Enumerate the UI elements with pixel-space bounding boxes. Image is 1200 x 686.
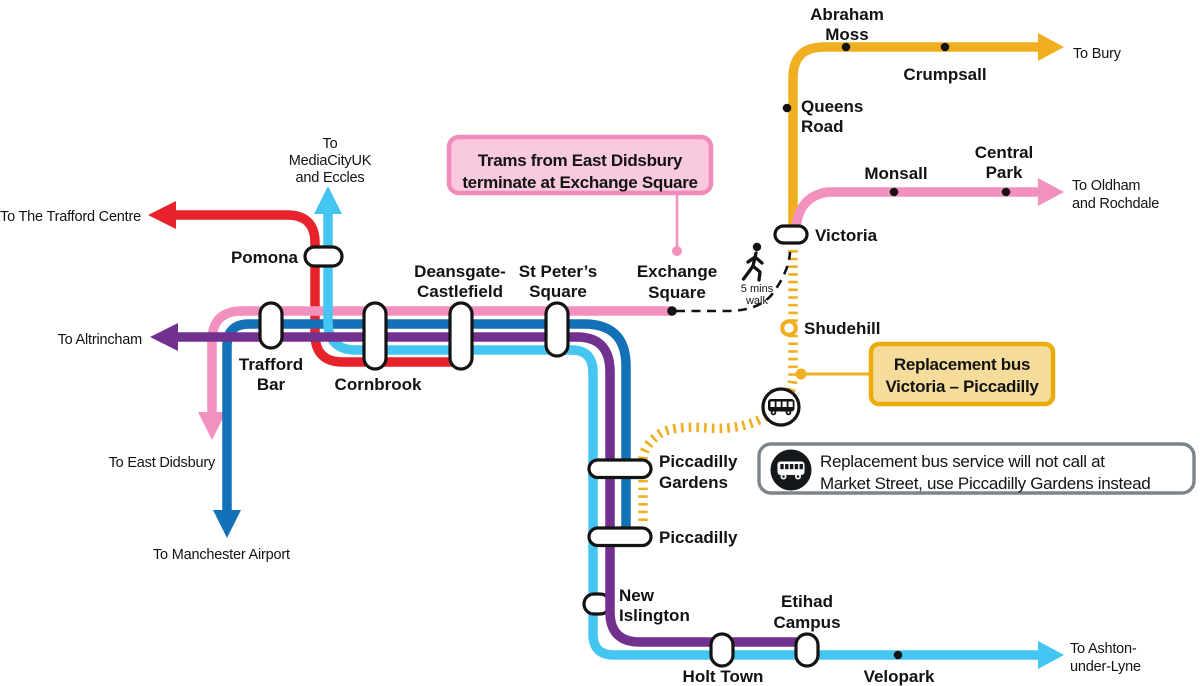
station-marker-cornbrook: [362, 301, 388, 371]
label-walk-note-2: walk: [745, 295, 769, 307]
info-box: Replacement bus service will not call at…: [757, 442, 1196, 495]
station-marker-victoria: [773, 224, 809, 245]
label-monsall: Monsall: [864, 164, 927, 183]
station-marker-piccadilly: [587, 526, 653, 548]
pink-callout-line1: Trams from East Didsbury: [478, 151, 683, 170]
bus-stop-icon: [761, 387, 801, 427]
label-to-mediacity-3: and Eccles: [296, 170, 365, 186]
label-etihad-1: Etihad: [781, 592, 833, 611]
stop-tick-crumpsall: [940, 42, 950, 52]
label-to-altrincham: To Altrincham: [58, 332, 143, 348]
label-cornbrook: Cornbrook: [335, 375, 422, 394]
station-marker-shudehill: [780, 319, 798, 337]
label-to-oldham-2: and Rochdale: [1072, 196, 1159, 212]
label-central-park-1: Central: [975, 143, 1034, 162]
label-walk-note-1: 5 mins: [741, 283, 774, 295]
label-new-islington-1: New: [619, 586, 655, 605]
label-exchange-square-1: Exchange: [637, 262, 717, 281]
yellow-callout-line1: Replacement bus: [894, 355, 1030, 374]
label-new-islington-2: Islington: [619, 606, 690, 625]
arrow-to-manchester-airport: [213, 510, 241, 538]
label-to-manchester-airport: To Manchester Airport: [153, 547, 290, 563]
stop-tick-monsall: [889, 187, 899, 197]
station-marker-piccadilly-gardens: [587, 458, 653, 480]
label-etihad-2: Campus: [773, 613, 840, 632]
label-deansgate-2: Castlefield: [417, 282, 503, 301]
stop-tick-queens-road: [782, 103, 792, 113]
label-victoria: Victoria: [815, 226, 878, 245]
arrow-to-bury: [1038, 33, 1064, 61]
stop-dot-exchange-square: [667, 306, 677, 316]
label-st-peters-2: Square: [529, 282, 587, 301]
station-marker-trafford-bar: [258, 301, 284, 350]
label-pomona: Pomona: [231, 248, 299, 267]
info-box-line1: Replacement bus service will not call at: [820, 452, 1105, 471]
label-to-mediacity-2: MediaCityUK: [289, 153, 372, 169]
line-oldham-rochdale: [791, 187, 1045, 233]
label-velopark: Velopark: [864, 667, 935, 686]
yellow-callout-line2: Victoria – Piccadilly: [885, 377, 1039, 396]
label-to-bury: To Bury: [1073, 46, 1122, 62]
label-piccadilly: Piccadilly: [659, 528, 738, 547]
pink-callout-box: [446, 134, 714, 196]
bus-icon: [770, 449, 812, 491]
arrow-to-east-didsbury: [198, 412, 226, 440]
info-box-line2: Market Street, use Piccadilly Gardens in…: [820, 474, 1150, 493]
station-marker-holt-town: [709, 632, 735, 668]
label-abraham-moss-2: Moss: [825, 25, 868, 44]
pink-callout-line2: terminate at Exchange Square: [462, 173, 697, 192]
label-to-trafford-centre: To The Trafford Centre: [0, 209, 141, 225]
arrow-to-oldham: [1038, 178, 1064, 206]
yellow-callout-dot: [795, 368, 807, 380]
label-piccadilly-gardens-1: Piccadilly: [659, 452, 738, 471]
station-marker-deansgate: [448, 301, 474, 371]
line-trafford-centre: [169, 210, 469, 367]
label-exchange-square-2: Square: [648, 283, 706, 302]
label-holt-town: Holt Town: [683, 667, 764, 686]
arrow-to-mediacity: [314, 186, 342, 214]
label-piccadilly-gardens-2: Gardens: [659, 473, 728, 492]
label-to-east-didsbury: To East Didsbury: [109, 455, 216, 471]
station-marker-st-peters: [544, 301, 570, 358]
label-to-mediacity-1: To: [323, 136, 338, 152]
station-marker-etihad: [794, 632, 820, 668]
stop-tick-central-park: [1001, 187, 1011, 197]
walking-person-icon: [741, 242, 764, 282]
label-trafford-bar-1: Trafford: [239, 355, 303, 374]
stop-tick-velopark: [893, 650, 903, 660]
label-queens-road-1: Queens: [801, 97, 863, 116]
station-marker-pomona: [303, 245, 344, 268]
arrow-to-ashton: [1038, 641, 1064, 669]
line-altrincham: [171, 332, 811, 647]
arrow-to-trafford-centre: [148, 201, 176, 229]
label-to-ashton-1: To Ashton-: [1070, 641, 1137, 657]
label-central-park-2: Park: [986, 163, 1023, 182]
label-st-peters-1: St Peter’s: [519, 262, 597, 281]
line-bury: [788, 42, 1045, 235]
label-deansgate-1: Deansgate-: [414, 262, 506, 281]
walk-link-dashed-line: [676, 251, 792, 313]
yellow-callout-box: [868, 341, 1056, 407]
pink-callout-dot: [672, 246, 682, 256]
label-to-ashton-2: under-Lyne: [1070, 659, 1141, 675]
label-crumpsall: Crumpsall: [903, 65, 986, 84]
stop-tick-abraham-moss: [841, 42, 851, 52]
arrow-to-altrincham: [150, 323, 178, 351]
replacement-bus-route: [638, 250, 798, 524]
label-to-oldham-1: To Oldham: [1072, 178, 1140, 194]
label-shudehill: Shudehill: [804, 319, 881, 338]
label-abraham-moss-1: Abraham: [810, 5, 884, 24]
label-queens-road-2: Road: [801, 117, 844, 136]
label-trafford-bar-2: Bar: [257, 375, 286, 394]
